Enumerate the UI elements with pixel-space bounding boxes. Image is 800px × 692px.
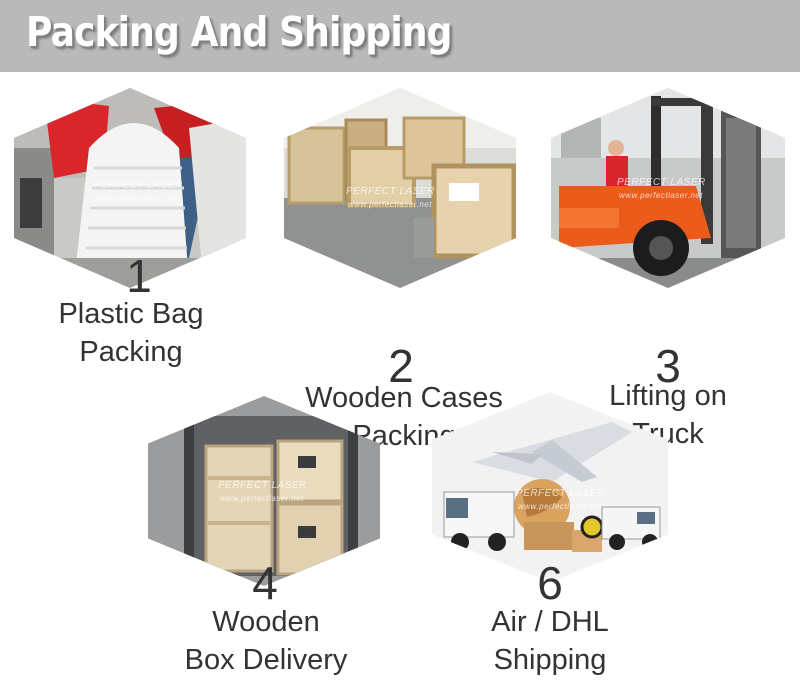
watermark-brand: PERFECT LASER [94,180,183,191]
step-number: 2 [388,340,414,392]
watermark-site: www.perfectlaser.net [348,200,432,209]
step-label: Wooden Box Delivery [184,606,348,676]
watermark-brand: PERFECT LASER [516,488,605,499]
watermark-site: www.perfectlaser.net [220,494,304,503]
page-title: Packing And Shipping [26,8,452,56]
step-number: 4 [252,557,278,609]
step-number: 3 [655,340,681,392]
step-label: Air / DHL Shipping [491,606,609,676]
step-number: 1 [126,250,152,302]
watermark-brand: PERFECT LASER [346,186,435,197]
watermark-site: www.perfectlaser.net [619,191,703,200]
step-number: 6 [537,557,563,609]
forklift-photo: PERFECT LASER www.perfectlaser.net [551,88,785,288]
watermark-site: www.perfectlaser.net [518,502,602,511]
watermark-brand: PERFECT LASER [218,480,307,491]
step-label: Plastic Bag Packing [58,298,204,368]
watermark-brand: PERFECT LASER [617,177,706,188]
header-banner: Packing And Shipping [0,0,800,72]
wooden-cases-photo: PERFECT LASER www.perfectlaser.net [284,88,516,288]
watermark-site: www.perfectlaser.net [96,194,180,203]
